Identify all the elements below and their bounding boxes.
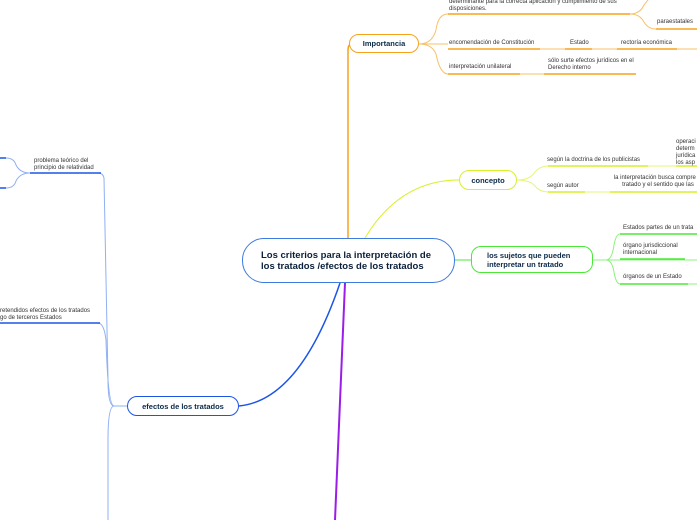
subtopic[interactable]: rectoría económica [621,40,673,46]
subtopic[interactable]: interpretación unilateral [449,64,512,70]
subtopic[interactable]: retendidos efectos de los tratados go de… [0,308,91,321]
subtopic[interactable]: encomendación de Constitución [449,40,535,46]
subtopic[interactable]: órganos de un Estado [623,274,682,280]
subtopic[interactable]: Estados partes de un trata [623,225,694,231]
topic-efectos[interactable]: efectos de los tratados [127,396,239,416]
topic-sujetos[interactable]: los sujetos que pueden interpretar un tr… [471,246,593,273]
subtopic[interactable]: determinante para la correcta aplicación… [449,0,617,12]
subtopic[interactable]: órgano jurisdiccional internacional [623,243,678,256]
subtopic[interactable]: según la doctrina de los publicistas [547,157,641,163]
subtopic[interactable]: problema teórico del principio de relati… [34,158,94,171]
subtopic[interactable]: paraestatales [657,19,694,25]
subtopic[interactable]: según autor [547,183,579,189]
subtopic[interactable]: operaci determ jurídica los asp [676,139,696,166]
subtopic[interactable]: la interpretación busca compre el tratad… [613,175,697,188]
subtopic[interactable]: sólo surte efectos jurídicos en el Derec… [548,58,634,71]
topic-concepto[interactable]: concepto [459,170,517,190]
central-topic[interactable]: Los criterios para la interpretación de … [242,238,455,283]
subtopic[interactable]: Estado [570,40,589,46]
topic-importancia[interactable]: Importancia [349,34,419,53]
